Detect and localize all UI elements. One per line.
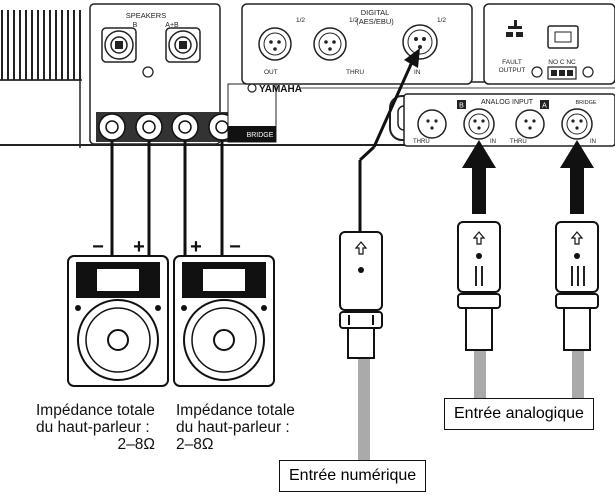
right-speaker-minus-label: − xyxy=(229,236,241,258)
xlr-out-connector xyxy=(258,27,292,61)
analog-xlr-plug-a xyxy=(555,221,599,400)
analog-title: ANALOG INPUT xyxy=(481,99,534,106)
xlr-digital-in-connector xyxy=(402,24,438,60)
panel-screw xyxy=(142,66,154,78)
ethernet-icon xyxy=(506,20,523,37)
speakon-ab-label: A+B xyxy=(165,22,179,29)
fault-label-2: OUTPUT xyxy=(499,67,526,74)
loudspeaker-right xyxy=(173,255,275,387)
analog-in-connector-a xyxy=(561,108,593,140)
fault-label-1: FAULT xyxy=(502,59,522,66)
right-caption-line3: 2–8Ω xyxy=(176,436,214,453)
analog-in-connector-b xyxy=(463,108,495,140)
digital-out-label: OUT xyxy=(264,69,278,76)
network-fault-module: FAULT OUTPUT NO C NC xyxy=(483,3,615,85)
left-caption-line1: Impédance totale xyxy=(36,402,155,419)
amplifier-rear-panel: SPEAKERS B A+B xyxy=(0,0,615,148)
left-speaker-minus-label: − xyxy=(92,236,104,258)
left-caption-line2: du haut-parleur : xyxy=(36,419,150,436)
analog-b-label: B xyxy=(459,103,464,110)
left-speaker-caption: Impédance totale du haut-parleur : 2–8Ω xyxy=(36,402,155,453)
fault-terminal-block xyxy=(547,66,577,80)
vent-grille xyxy=(0,10,82,81)
analog-input-module: ANALOG INPUT BRIDGE B xyxy=(403,93,615,147)
digital-thru-label: THRU xyxy=(346,69,364,76)
ethernet-port xyxy=(547,25,579,49)
digital-subtitle: (AES/EBU) xyxy=(356,17,394,26)
left-caption-line3: 2–8Ω xyxy=(117,436,155,453)
digital-half-label-2: 1/2 xyxy=(349,17,358,24)
analog-thru-connector-b xyxy=(417,109,447,139)
analog-thru-label-a: THRU xyxy=(510,139,527,145)
digital-module: DIGITAL (AES/EBU) OUT THRU IN 1/2 1/2 xyxy=(241,3,473,85)
speakon-jack-ab xyxy=(165,27,201,63)
relay-label: NO C NC xyxy=(548,59,576,66)
speakers-title: SPEAKERS xyxy=(126,11,166,20)
analog-in-label-b: IN xyxy=(490,139,496,145)
digital-title: DIGITAL xyxy=(361,8,390,17)
speakon-jack-b xyxy=(101,27,137,63)
analog-thru-label-b: THRU xyxy=(413,139,430,145)
speakon-b-label: B xyxy=(133,22,138,29)
right-speaker-plus-label: + xyxy=(190,236,202,258)
analog-bridge-label: BRIDGE xyxy=(575,100,596,106)
right-caption-line1: Impédance totale xyxy=(176,402,295,419)
digital-xlr-plug xyxy=(339,160,383,359)
digital-input-callout: Entrée numérique xyxy=(279,460,427,492)
digital-in-label: IN xyxy=(414,69,421,76)
right-speaker-caption: Impédance totale du haut-parleur : 2–8Ω xyxy=(176,402,295,453)
digital-cable xyxy=(339,48,420,460)
loudspeaker-left xyxy=(67,255,169,387)
yamaha-brand: YAMAHA xyxy=(259,84,302,95)
analog-thru-connector-a xyxy=(515,109,545,139)
right-caption-line2: du haut-parleur : xyxy=(176,419,290,436)
analog-in-label-a: IN xyxy=(590,139,596,145)
speakers-module: SPEAKERS B A+B xyxy=(89,3,277,145)
left-speaker-plus-label: + xyxy=(133,236,145,258)
speaker-wires xyxy=(110,140,224,255)
bridge-mode-label: BRIDGE xyxy=(247,132,274,139)
bridge-mode-table: BRIDGE xyxy=(227,83,277,143)
digital-half-label-1: 1/2 xyxy=(296,17,305,24)
digital-half-label-3: 1/2 xyxy=(437,17,446,24)
analog-xlr-plug-b xyxy=(457,221,501,400)
analog-input-arrows xyxy=(462,140,594,214)
analog-input-callout: Entrée analogique xyxy=(444,398,594,430)
xlr-thru-connector xyxy=(313,27,347,61)
analog-a-label: A xyxy=(542,103,547,110)
yamaha-logo: YAMAHA xyxy=(247,83,302,95)
